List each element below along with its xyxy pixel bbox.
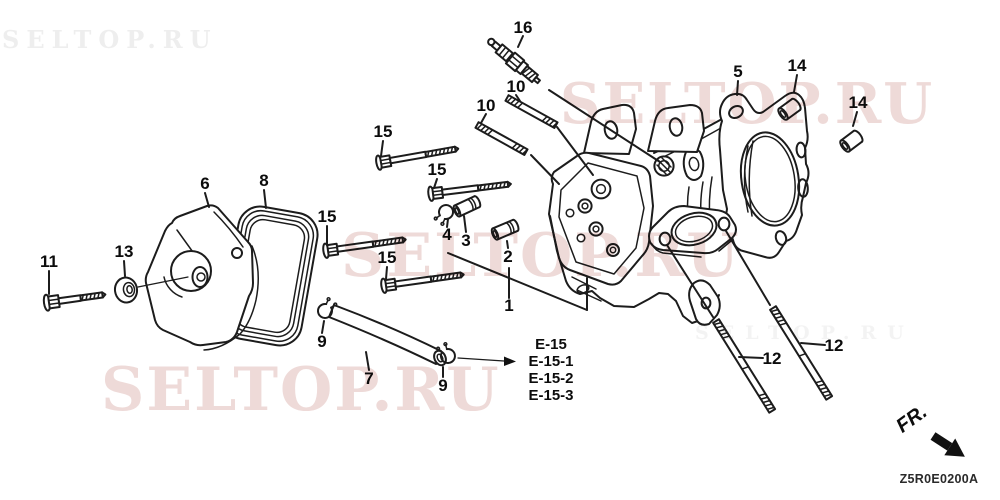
callout-11: 11 <box>40 252 58 271</box>
reference-link-e-15[interactable]: E-15 <box>535 336 567 353</box>
callout-16: 16 <box>513 18 533 37</box>
callout-leader-lines <box>48 35 858 378</box>
callout-15c: 15 <box>317 207 337 226</box>
reference-arrow <box>457 356 516 366</box>
callout-10b: 10 <box>476 96 496 115</box>
callout-7: 7 <box>364 369 374 388</box>
breather-tube-drawing <box>328 304 447 367</box>
callout-5: 5 <box>733 62 743 81</box>
callout-12: 12 <box>762 349 782 368</box>
callout-6: 6 <box>200 174 210 193</box>
washer-drawing <box>113 276 139 304</box>
callout-14b: 14 <box>848 93 868 112</box>
fr-direction-arrow <box>930 432 965 457</box>
cylinder-head-drawing <box>548 103 737 326</box>
reference-block: E-15 E-15-1 E-15-2 E-15-3 <box>509 336 593 404</box>
callout-15: 15 <box>373 122 393 141</box>
callout-9b: 9 <box>438 376 448 395</box>
callout-10: 10 <box>506 77 526 96</box>
dowel-pin-drawing-2 <box>489 217 521 242</box>
spark-plug-drawing <box>487 37 541 85</box>
flange-bolt-drawing <box>321 140 513 295</box>
callout-13: 13 <box>114 242 134 261</box>
callout-14: 14 <box>787 56 807 75</box>
callout-4: 4 <box>442 225 452 244</box>
callout-3: 3 <box>461 231 471 250</box>
reference-link-e-15-2[interactable]: E-15-2 <box>528 370 574 387</box>
callout-8: 8 <box>259 171 269 190</box>
head-gasket-drawing <box>718 91 810 259</box>
reference-link-e-15-1[interactable]: E-15-1 <box>528 353 574 370</box>
leader-lines <box>530 89 771 318</box>
callout-2: 2 <box>503 247 513 266</box>
diagram-code: Z5R0E0200A <box>899 472 979 486</box>
cover-bolt-drawing <box>41 285 108 313</box>
callout-1: 1 <box>504 296 514 315</box>
callout-9: 9 <box>317 332 327 351</box>
callout-15b: 15 <box>427 160 447 179</box>
valve-cover-drawing <box>144 204 259 351</box>
washer-centerline <box>137 276 189 288</box>
callout-15d: 15 <box>377 248 397 267</box>
reference-link-e-15-3[interactable]: E-15-3 <box>528 387 574 404</box>
dowel-pin-drawing-3 <box>451 194 483 219</box>
callout-12b: 12 <box>824 336 844 355</box>
